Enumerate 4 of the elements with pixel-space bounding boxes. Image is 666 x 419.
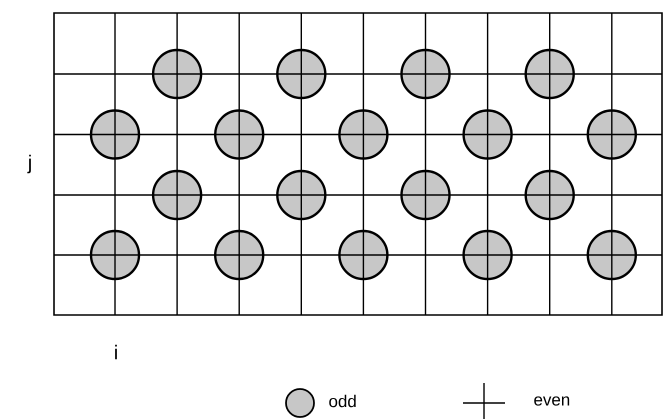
legend-label: odd <box>329 394 356 408</box>
axis-label: j <box>27 154 31 174</box>
axis-label: i <box>115 344 117 360</box>
legend-label: even <box>534 396 570 406</box>
